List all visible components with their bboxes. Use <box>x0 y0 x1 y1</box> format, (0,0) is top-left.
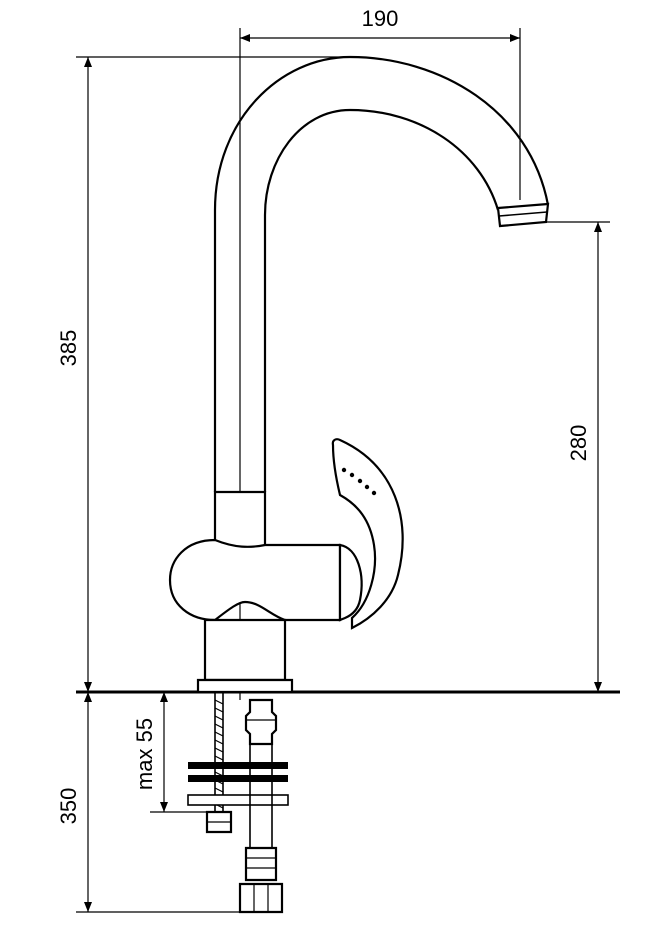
dimension-350: 350 <box>56 692 270 913</box>
mounting-washers <box>187 762 289 806</box>
dimension-190-label: 190 <box>362 6 399 31</box>
mounting-stud <box>205 692 233 834</box>
dimension-385-label: 385 <box>56 330 81 367</box>
lever-handle <box>331 438 404 630</box>
dimension-280-label: 280 <box>566 425 591 462</box>
dimension-280: 280 <box>540 221 610 692</box>
faucet-body <box>168 538 363 694</box>
dimension-max-55: max 55 <box>132 692 212 813</box>
dimension-max-55-label: max 55 <box>132 718 157 790</box>
supply-hose <box>238 698 284 914</box>
dimension-350-label: 350 <box>56 788 81 825</box>
handle-dots <box>341 467 377 496</box>
dimension-385: 385 <box>56 56 360 692</box>
dimension-190: 190 <box>240 6 521 200</box>
